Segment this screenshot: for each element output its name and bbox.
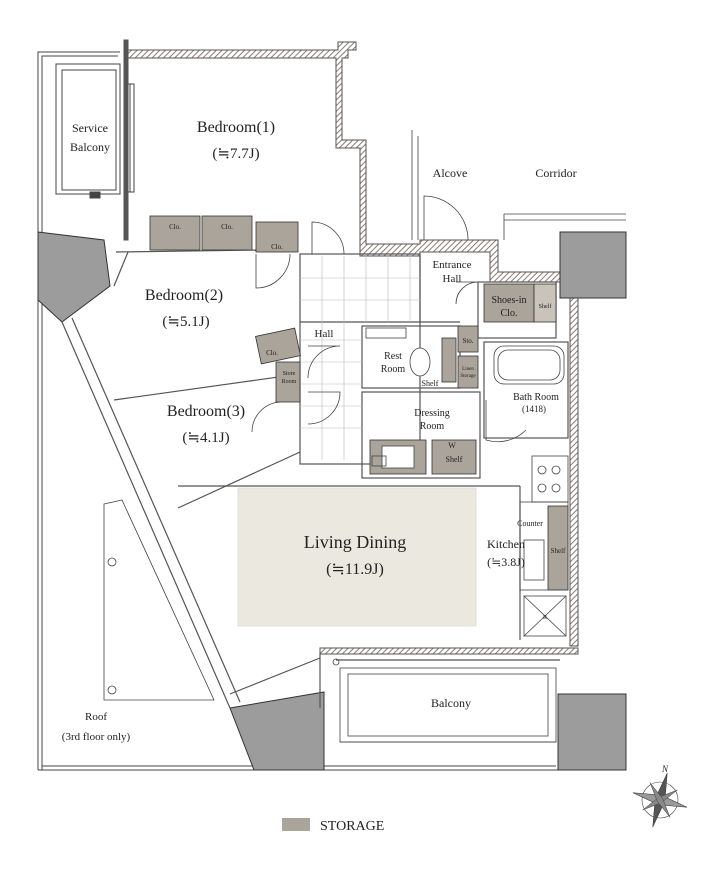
bath-size: (1418) [522,404,546,414]
roof-line2: (3rd floor only) [62,731,131,743]
shoes-in-line1: Shoes-in [492,295,527,306]
compass-north-label: N [661,764,669,774]
kitchen-sink [523,539,545,581]
counter-label: Counter [517,519,543,528]
balcony-area [332,658,557,743]
clo-label-b: Clo. [221,223,233,231]
exterior-walls [123,39,579,655]
washer-shelf [431,439,477,475]
clo-label-d: Clo. [266,349,278,357]
linen-storage [457,355,479,389]
compass-rose [632,772,688,828]
hall-label: Hall [315,328,334,340]
bedroom2-closet [255,221,299,253]
restroom-shelf [441,337,457,383]
dressing-line2: Room [420,421,445,432]
service-balcony-area [55,63,135,199]
stove [531,455,569,503]
entrance-line2: Hall [443,273,462,285]
store-room-line2: Room [282,379,297,385]
roof-area [103,499,215,701]
bedroom2-size: (≒5.1J) [162,314,209,330]
storage-closets [149,215,569,591]
corridor-label: Corridor [535,166,576,180]
living-size: (≒11.9J) [326,561,384,578]
bedroom3-closet [255,327,301,365]
store-room [275,361,301,403]
clo-label-c: Clo. [271,243,283,251]
living-dining-floor [237,487,477,627]
balcony-label: Balcony [431,696,471,710]
dressing-line1: Dressing [414,408,450,419]
kitchen-shelf-label: Shelf [551,547,566,555]
shoes-shelf-label: Shelf [539,303,552,310]
sto-closet [457,325,479,353]
w-label: W [448,441,456,450]
bedroom3-name: Bedroom(3) [167,403,245,420]
living-name: Living Dining [304,532,407,552]
bedroom1-size: (≒7.7J) [212,146,259,162]
bathtub [493,345,565,385]
fixtures [365,327,569,637]
roof-line1: Roof [85,711,107,723]
structural-pillars [37,231,627,771]
legend-storage-swatch [282,818,310,831]
shoes-shelf [533,283,557,323]
alcove-label: Alcove [433,166,468,180]
entrance-line1: Entrance [432,259,471,271]
kitchen-name: Kitchen [487,537,525,551]
linen-line1: Linen [462,367,474,372]
restroom-line1: Rest [384,351,402,362]
hall-tiles [300,256,420,460]
bedroom1-closet-a [149,215,201,251]
sto-label: Sto. [462,337,473,345]
restroom-line2: Room [381,364,406,375]
kitchen-counter [519,501,569,591]
shoes-in-closet [483,283,535,323]
bedroom3-size: (≒4.1J) [182,430,229,446]
kitchen-size: (≒3.8J) [487,555,525,569]
clo-label-a: Clo. [169,223,181,231]
service-balcony-line2: Balcony [70,140,110,154]
dressing-sink [381,445,415,469]
toilet [409,347,431,377]
linen-line2: Storage [460,374,476,379]
washer-shelf-label: Shelf [446,455,463,464]
door-swings [251,130,626,443]
shoes-in-line2: Clo. [501,308,518,319]
restroom-shelf-label: Shelf [422,379,439,388]
angled-walls [61,249,301,709]
bath-name: Bath Room [513,392,559,403]
fridge-r-label: R [543,615,547,621]
service-balcony-line1: Service [72,121,108,135]
bedroom1-closet-b [201,215,253,251]
legend-storage-label: STORAGE [320,819,384,834]
bedroom2-name: Bedroom(2) [145,287,223,304]
bedroom1-name: Bedroom(1) [197,119,275,136]
store-room-line1: Store [283,371,296,377]
